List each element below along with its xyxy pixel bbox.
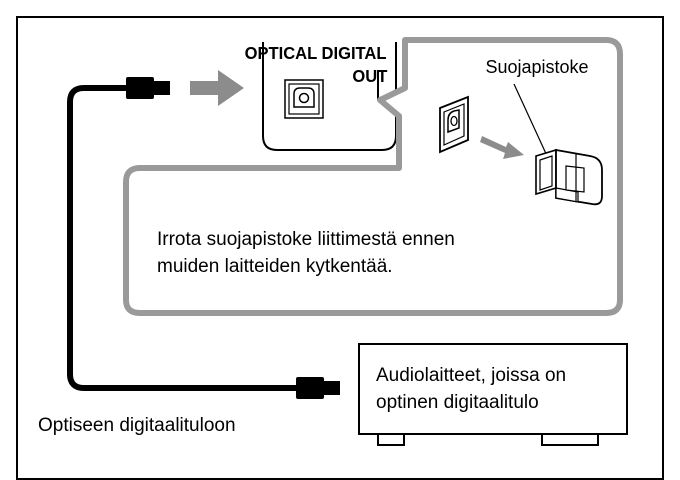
device-label-line2: optinen digitaalitulo [376,392,539,413]
cable-label: Optiseen digitaalituloon [38,415,236,436]
audio-device-box [358,343,628,435]
audio-device: Audiolaitteet, joissa on optinen digitaa… [358,343,628,446]
top-plug-icon [126,77,154,99]
protective-cap-label: Suojapistoke [485,57,588,77]
device-label-line1: Audiolaitteet, joissa on [376,365,566,386]
optical-jack-icon [284,79,324,119]
jack-perspective-icon [439,95,469,154]
bottom-plug-icon [296,377,324,399]
port-label-line2: OUT [352,65,387,86]
protective-cap-icon [535,148,603,206]
callout-bubble [123,37,623,316]
port-label-line1: OPTICAL DIGITAL [245,42,387,63]
optical-port-panel: OPTICAL DIGITAL OUT [245,42,397,151]
device-foot-right [541,433,599,446]
instruction-line1: Irrota suojapistoke liittimestä ennen [157,229,455,250]
device-foot-left [377,433,405,446]
remove-arrow-icon [480,136,524,159]
connect-arrow-icon [190,70,244,106]
cap-leader-line [513,83,549,159]
instruction-line2: muiden laitteiden kytkentää. [157,256,393,277]
optical-cable [67,77,340,399]
